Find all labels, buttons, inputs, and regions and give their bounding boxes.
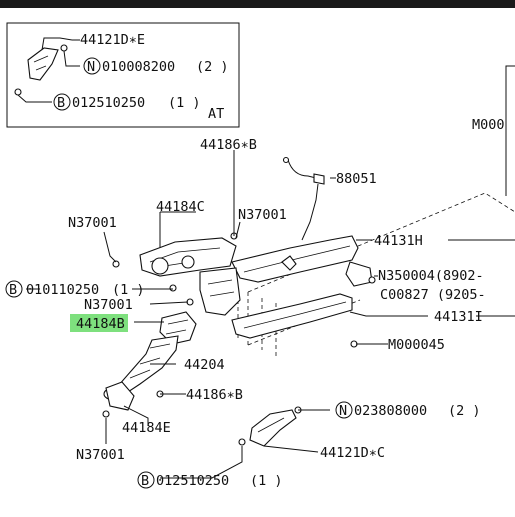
leader-lines bbox=[26, 150, 515, 479]
label-m000045: M000045 bbox=[388, 337, 445, 353]
right-box-edge bbox=[505, 65, 515, 196]
label-b012510250: 012510250 bbox=[156, 473, 229, 489]
label-b012510250-qty: (1 ) bbox=[250, 473, 283, 489]
inset-box bbox=[6, 22, 240, 128]
label-44184c: 44184C bbox=[156, 199, 205, 215]
inset-bolt-n-qty: (2 ) bbox=[196, 59, 229, 75]
heat-shield-44184e bbox=[105, 381, 135, 411]
bolt-b-glyph: B bbox=[57, 95, 65, 111]
oxygen-sensor-88051 bbox=[282, 156, 325, 241]
label-n023808000: 023808000 bbox=[354, 403, 427, 419]
exhaust-pipe-44131h bbox=[199, 235, 359, 316]
label-44186b-low: 44186∗B bbox=[186, 387, 243, 403]
heat-shield-44184b bbox=[159, 311, 197, 345]
bolt-b-icon bbox=[53, 93, 71, 111]
b-circle-icon-bottom bbox=[137, 471, 155, 489]
highlight-44184b bbox=[70, 314, 128, 332]
label-44184b: 44184B bbox=[76, 316, 125, 332]
inset-bolt-b-qty: (1 ) bbox=[168, 95, 201, 111]
label-c00827: C00827 (9205- bbox=[380, 287, 486, 303]
label-44131i: 44131I bbox=[434, 309, 483, 325]
inset-bracket-part bbox=[14, 37, 73, 96]
b-circle-icon bbox=[5, 280, 23, 298]
heat-shield-44184c bbox=[139, 237, 237, 277]
label-n023808000-qty: (2 ) bbox=[448, 403, 481, 419]
label-44204: 44204 bbox=[184, 357, 225, 373]
label-44131h: 44131H bbox=[374, 233, 423, 249]
label-b010110250-qty: (1 ) bbox=[112, 282, 145, 298]
label-44186b-top: 44186∗B bbox=[200, 137, 257, 153]
inset-at-label: AT bbox=[208, 106, 224, 122]
exhaust-pipe-44131i bbox=[231, 261, 373, 339]
label-n350004: N350004(8902- bbox=[378, 268, 484, 284]
inset-bolt-n-code: 010008200 bbox=[102, 59, 175, 75]
bolt-n-icon bbox=[83, 57, 101, 75]
label-b010110250: 010110250 bbox=[26, 282, 99, 298]
label-88051: 88051 bbox=[336, 171, 377, 187]
bolts bbox=[102, 232, 376, 418]
label-m000-top: M000 bbox=[472, 117, 505, 133]
bracket-44121dc bbox=[238, 406, 302, 447]
inset-part-label: 44121D∗E bbox=[80, 32, 145, 48]
label-n37001-mid: N37001 bbox=[238, 207, 287, 223]
top-bar bbox=[0, 0, 515, 8]
b-circle-glyph-2: B bbox=[141, 473, 149, 489]
n-circle-glyph: N bbox=[339, 403, 347, 419]
label-44121dc: 44121D∗C bbox=[320, 445, 385, 461]
inset-bolt-b-code: 012510250 bbox=[72, 95, 145, 111]
n-circle-icon bbox=[335, 401, 353, 419]
label-n37001-bottom: N37001 bbox=[76, 447, 125, 463]
label-n37001-small: N37001 bbox=[84, 297, 133, 313]
b-circle-glyph-1: B bbox=[9, 282, 17, 298]
label-n37001-left: N37001 bbox=[68, 215, 117, 231]
label-44184e: 44184E bbox=[122, 420, 171, 436]
bolt-n-glyph: N bbox=[87, 59, 95, 75]
